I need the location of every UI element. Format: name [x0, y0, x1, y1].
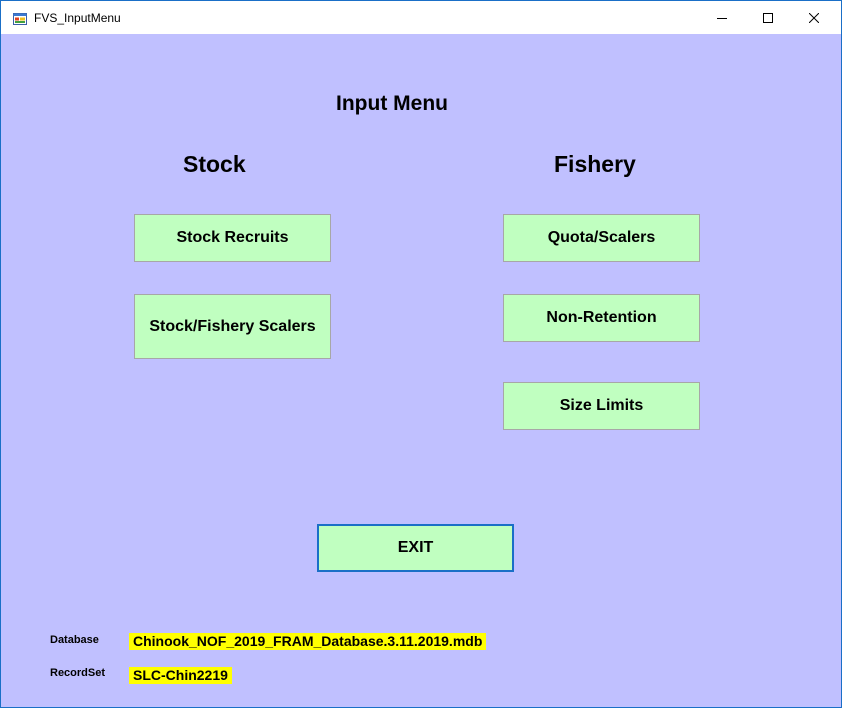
windows-form-icon[interactable]	[13, 12, 27, 25]
minimize-button[interactable]	[699, 1, 745, 34]
non-retention-button[interactable]: Non-Retention	[503, 294, 700, 342]
stock-recruits-button[interactable]: Stock Recruits	[134, 214, 331, 262]
database-value: Chinook_NOF_2019_FRAM_Database.3.11.2019…	[129, 633, 487, 650]
maximize-button[interactable]	[745, 1, 791, 34]
stock-heading: Stock	[183, 151, 246, 177]
maximize-icon	[763, 12, 773, 23]
form-client-area: Input Menu Stock Fishery Stock Recruits …	[2, 35, 836, 703]
size-limits-button[interactable]: Size Limits	[503, 382, 700, 430]
quota-scalers-button[interactable]: Quota/Scalers	[503, 214, 700, 262]
window-title: FVS_InputMenu	[34, 11, 121, 25]
page-title: Input Menu	[336, 92, 448, 115]
exit-button[interactable]: EXIT	[317, 524, 514, 572]
recordset-label: RecordSet	[50, 667, 106, 679]
close-button[interactable]	[791, 1, 837, 34]
database-label: Database	[50, 634, 99, 646]
minimize-icon	[717, 17, 727, 19]
stock-fishery-scalers-button[interactable]: Stock/Fishery Scalers	[134, 294, 331, 359]
close-icon	[809, 12, 819, 23]
recordset-value: SLC-Chin2219	[129, 667, 232, 684]
title-bar[interactable]: FVS_InputMenu	[1, 1, 841, 34]
fishery-heading: Fishery	[554, 151, 636, 177]
